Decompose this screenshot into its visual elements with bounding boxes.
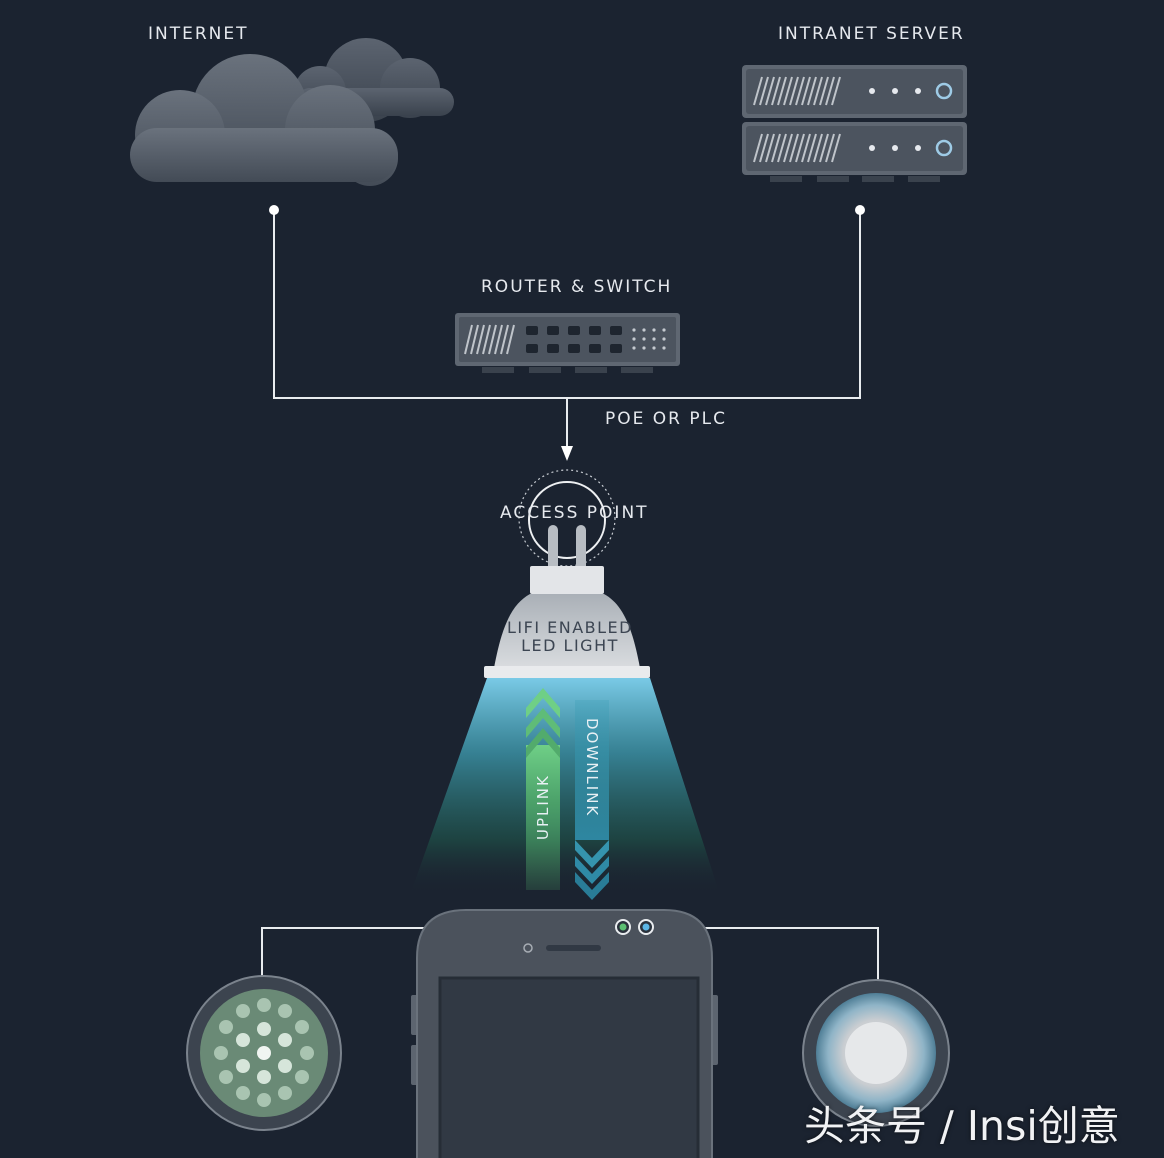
photodiode-icon	[802, 979, 950, 1127]
lifi-label-line1: LIFI ENABLED	[507, 618, 633, 637]
internet-node-dot	[269, 205, 279, 215]
downlink-label: DOWNLINK	[583, 718, 601, 818]
intranet-server-label: INTRANET SERVER	[778, 24, 965, 44]
downlink-arrow-icon	[575, 700, 609, 900]
arrow-down-icon	[561, 446, 573, 461]
led-array-icon	[186, 975, 342, 1131]
led-bulb-icon	[484, 525, 650, 678]
router-switch-label: ROUTER & SWITCH	[481, 277, 673, 297]
server-icon	[742, 65, 967, 182]
network-connection-lines	[273, 210, 861, 450]
poe-plc-label: POE OR PLC	[605, 409, 727, 429]
lifi-label-line2: LED LIGHT	[521, 636, 619, 655]
light-beam	[410, 678, 720, 895]
uplink-label: UPLINK	[534, 774, 552, 840]
uplink-arrow-icon	[526, 688, 560, 890]
server-node-dot	[855, 205, 865, 215]
server-unit-2	[742, 122, 967, 175]
access-point-label: ACCESS POINT	[500, 503, 649, 523]
cloud-icon	[130, 38, 454, 186]
access-point-circle	[528, 481, 606, 559]
internet-label: INTERNET	[148, 24, 249, 44]
smartphone-icon	[411, 909, 718, 1158]
lifi-led-light-label: LIFI ENABLED LED LIGHT	[490, 619, 650, 655]
server-unit-1	[742, 65, 967, 118]
watermark: 头条号 / Insi创意	[804, 1102, 1120, 1150]
router-switch-icon	[455, 313, 680, 373]
